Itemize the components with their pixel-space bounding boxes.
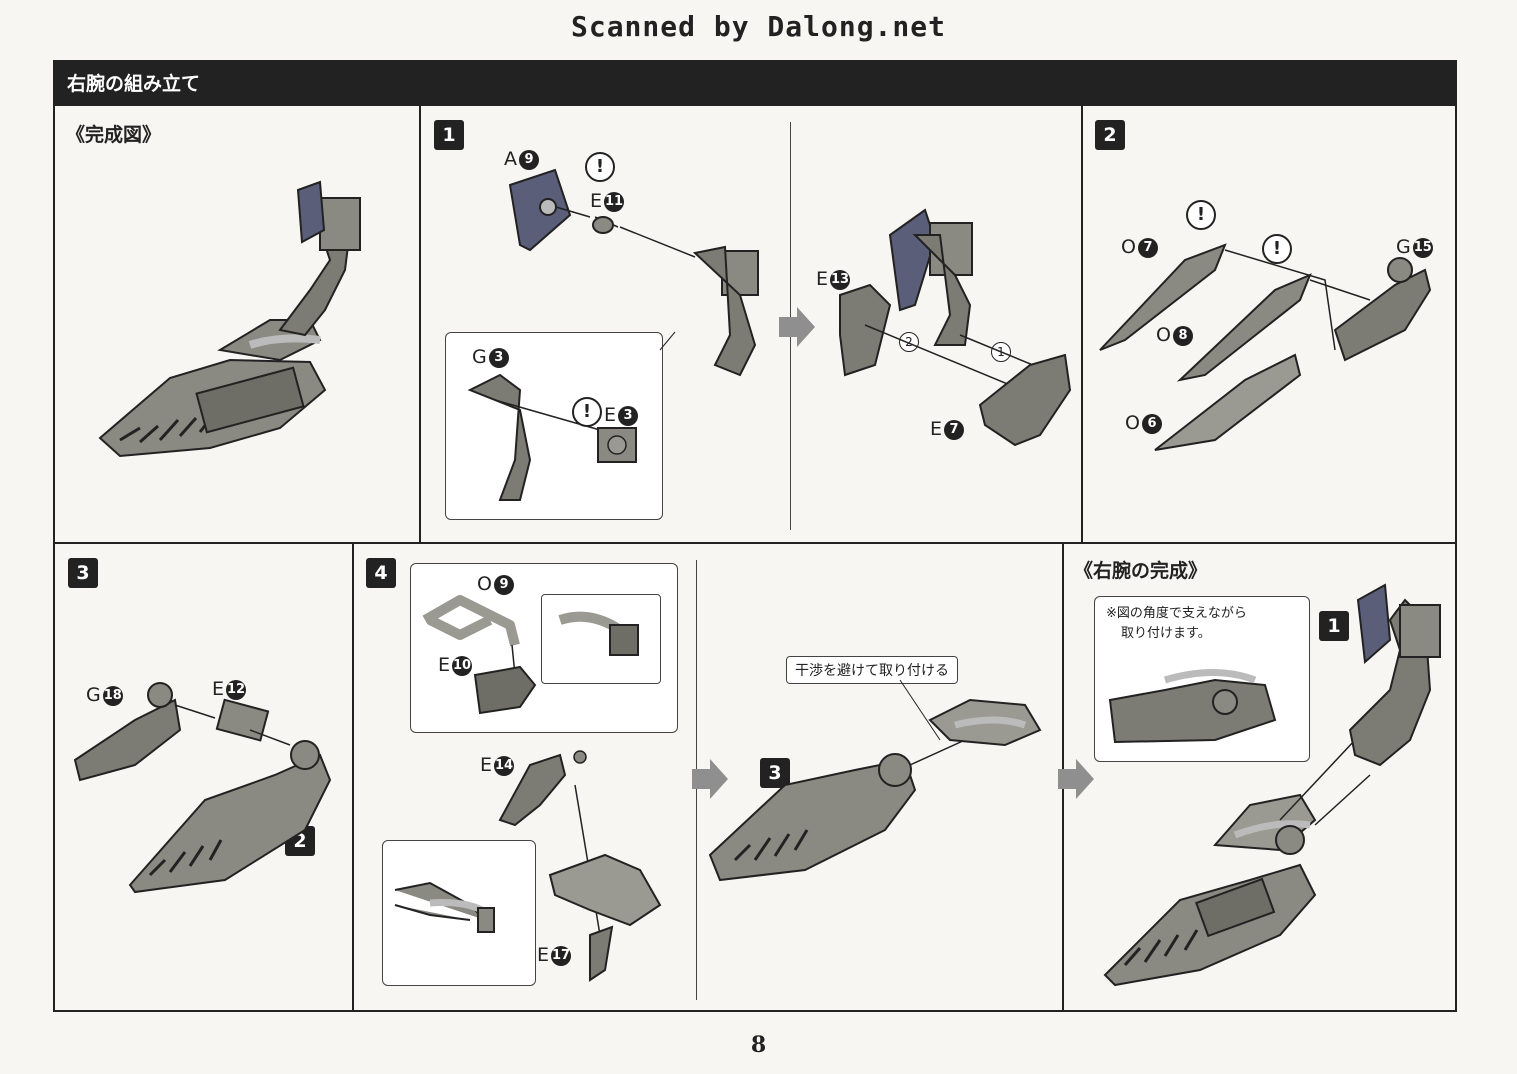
panel-divider — [352, 543, 354, 1010]
panel-divider — [1081, 106, 1083, 543]
sub-assembly-marker: 3 — [760, 758, 790, 788]
step-number: 1 — [434, 120, 464, 150]
row-divider — [55, 542, 1455, 544]
detail-callout — [382, 840, 536, 986]
caution-icon: ! — [585, 152, 615, 182]
callout-parts-illustration — [467, 331, 676, 501]
step1-assembly-illustration — [839, 208, 1072, 447]
step-number: 2 — [1095, 120, 1125, 150]
order-mark: 2 — [899, 332, 919, 352]
completed-arm-illustration — [98, 180, 361, 458]
step1-parts-illustration — [508, 168, 759, 377]
step4-bottom-parts-illustration — [394, 750, 662, 982]
final-assembly-label: 《右腕の完成》 — [1074, 560, 1208, 582]
page-number: 8 — [750, 1032, 767, 1058]
next-arrow-icon — [1058, 759, 1094, 799]
step3-assembly-illustration — [73, 682, 332, 894]
section-header: 右腕の組み立て — [55, 62, 1455, 106]
detail-callout — [445, 332, 663, 520]
callout-angle-illustration — [1108, 669, 1277, 744]
instruction-frame — [53, 60, 1457, 1012]
interference-note: 干渉を避けて取り付ける — [786, 656, 958, 684]
caution-icon: ! — [1186, 200, 1216, 230]
angle-note-line1: ※図の角度で支えながら — [1106, 606, 1247, 621]
step2-blades-illustration — [1099, 243, 1432, 451]
completed-figure-label: 《完成図》 — [66, 124, 162, 146]
step-number: 4 — [366, 558, 396, 588]
step4-top-parts-illustration — [422, 595, 639, 715]
panel-divider — [419, 106, 421, 543]
step4-assembly-illustration — [708, 679, 1042, 882]
sub-assembly-marker: 1 — [1319, 611, 1349, 641]
caution-icon: ! — [1262, 234, 1292, 264]
next-arrow-icon — [779, 307, 815, 347]
scan-credit: Scanned by Dalong.net — [570, 10, 946, 43]
next-arrow-icon — [692, 759, 728, 799]
angle-note-line2: 取り付けます。 — [1121, 626, 1211, 641]
final-arm-illustration — [1103, 583, 1441, 987]
inset-detail — [541, 594, 661, 684]
step-number: 3 — [68, 558, 98, 588]
